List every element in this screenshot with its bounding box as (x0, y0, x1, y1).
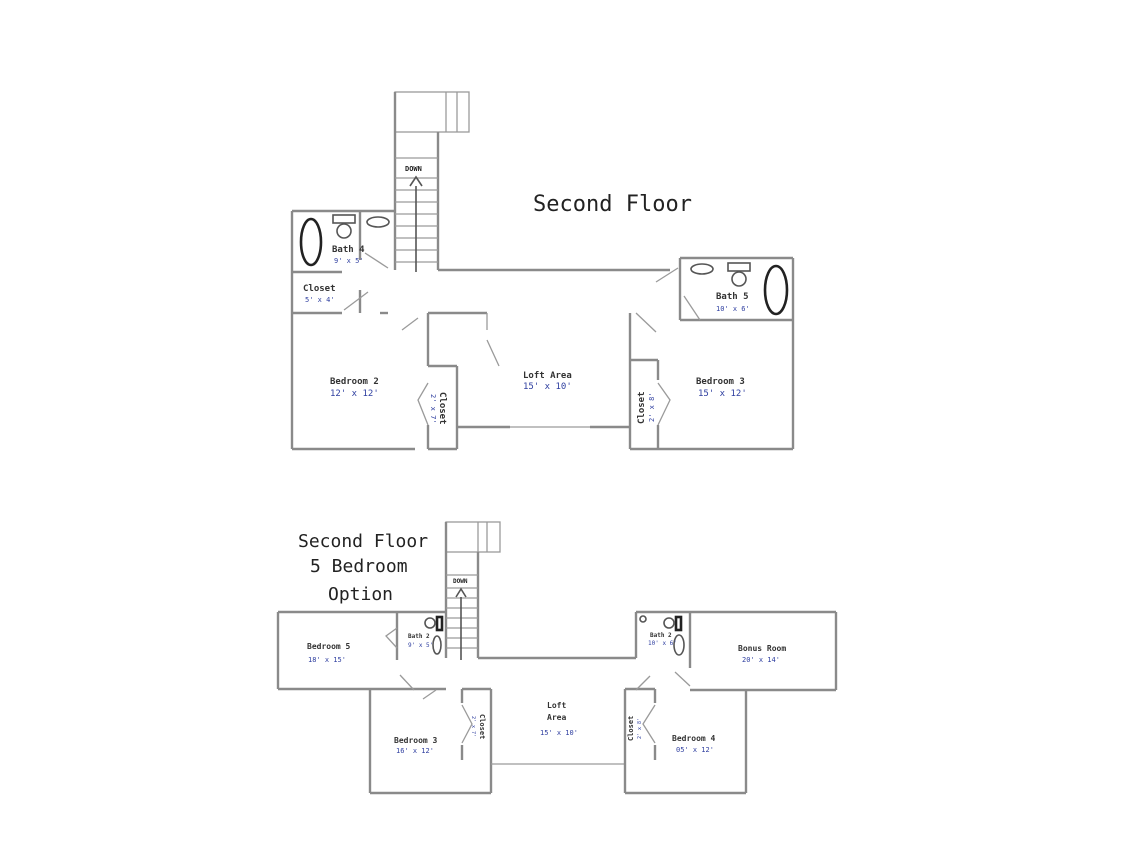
bath4-label: Bath 4 (332, 245, 365, 255)
stair-down-label-a: DOWN (405, 165, 422, 173)
bedroom4-dim: 05' x 12' (676, 746, 714, 754)
bedroom3b-label: Bedroom 3 (394, 736, 438, 745)
bedroom3-label: Bedroom 3 (696, 377, 745, 387)
closet-hall-dim: 5' x 4' (305, 296, 335, 304)
plan-b-title-line1: Second Floor (298, 531, 428, 552)
closet-b3-dim: 2' x 8' (648, 392, 656, 422)
bedroom5-dim: 18' x 15' (308, 656, 346, 664)
closet-l-dim: 2' x 7' (470, 716, 476, 737)
bath4-dim: 9' x 5' (334, 257, 364, 265)
loft-b-label-1: Loft (547, 701, 566, 710)
closet-b2-label: Closet (437, 392, 447, 425)
plan-b-title-line3: Option (328, 584, 393, 605)
stair-down-label-b: DOWN (453, 578, 468, 585)
staircase-b: DOWN (444, 521, 501, 660)
closet-b3-label: Closet (637, 391, 647, 424)
plan-b-title-line2: 5 Bedroom (310, 556, 408, 577)
bath5-label: Bath 5 (716, 292, 749, 302)
bedroom3b-dim: 16' x 12' (396, 747, 434, 755)
bonus-room-label: Bonus Room (738, 644, 786, 653)
plan-second-floor: Second Floor DOWN (290, 91, 795, 451)
closet-l-label: Closet (478, 714, 486, 739)
loft-b-dim: 15' x 10' (540, 729, 578, 737)
bath2a-dim: 9' x 5' (408, 642, 433, 649)
closet-hall-label: Closet (303, 284, 336, 294)
bonus-room-dim: 20' x 14' (742, 656, 780, 664)
bedroom5-label: Bedroom 5 (307, 642, 351, 651)
plan-a-title: Second Floor (533, 192, 692, 217)
closet-r-dim: 2' x 8' (637, 718, 643, 739)
bath2a-label: Bath 2 (408, 633, 430, 640)
bedroom2-label: Bedroom 2 (330, 377, 379, 387)
bedroom4-label: Bedroom 4 (672, 734, 716, 743)
bath2b-label: Bath 2 (650, 632, 672, 639)
closet-b2-dim: 2' x 7' (429, 394, 437, 424)
plan-five-bedroom-option: Second Floor 5 Bedroom Option DOWN (276, 521, 838, 795)
loft-dim: 15' x 10' (523, 382, 572, 392)
loft-b-label-2: Area (547, 713, 566, 722)
bath2b-dim: 10' x 6' (648, 640, 677, 647)
staircase-a: DOWN (393, 91, 470, 272)
bedroom2-dim: 12' x 12' (330, 389, 379, 399)
bedroom3-dim: 15' x 12' (698, 389, 747, 399)
bath5-dim: 10' x 6' (716, 305, 750, 313)
loft-label: Loft Area (523, 371, 572, 381)
closet-r-label: Closet (627, 716, 635, 741)
